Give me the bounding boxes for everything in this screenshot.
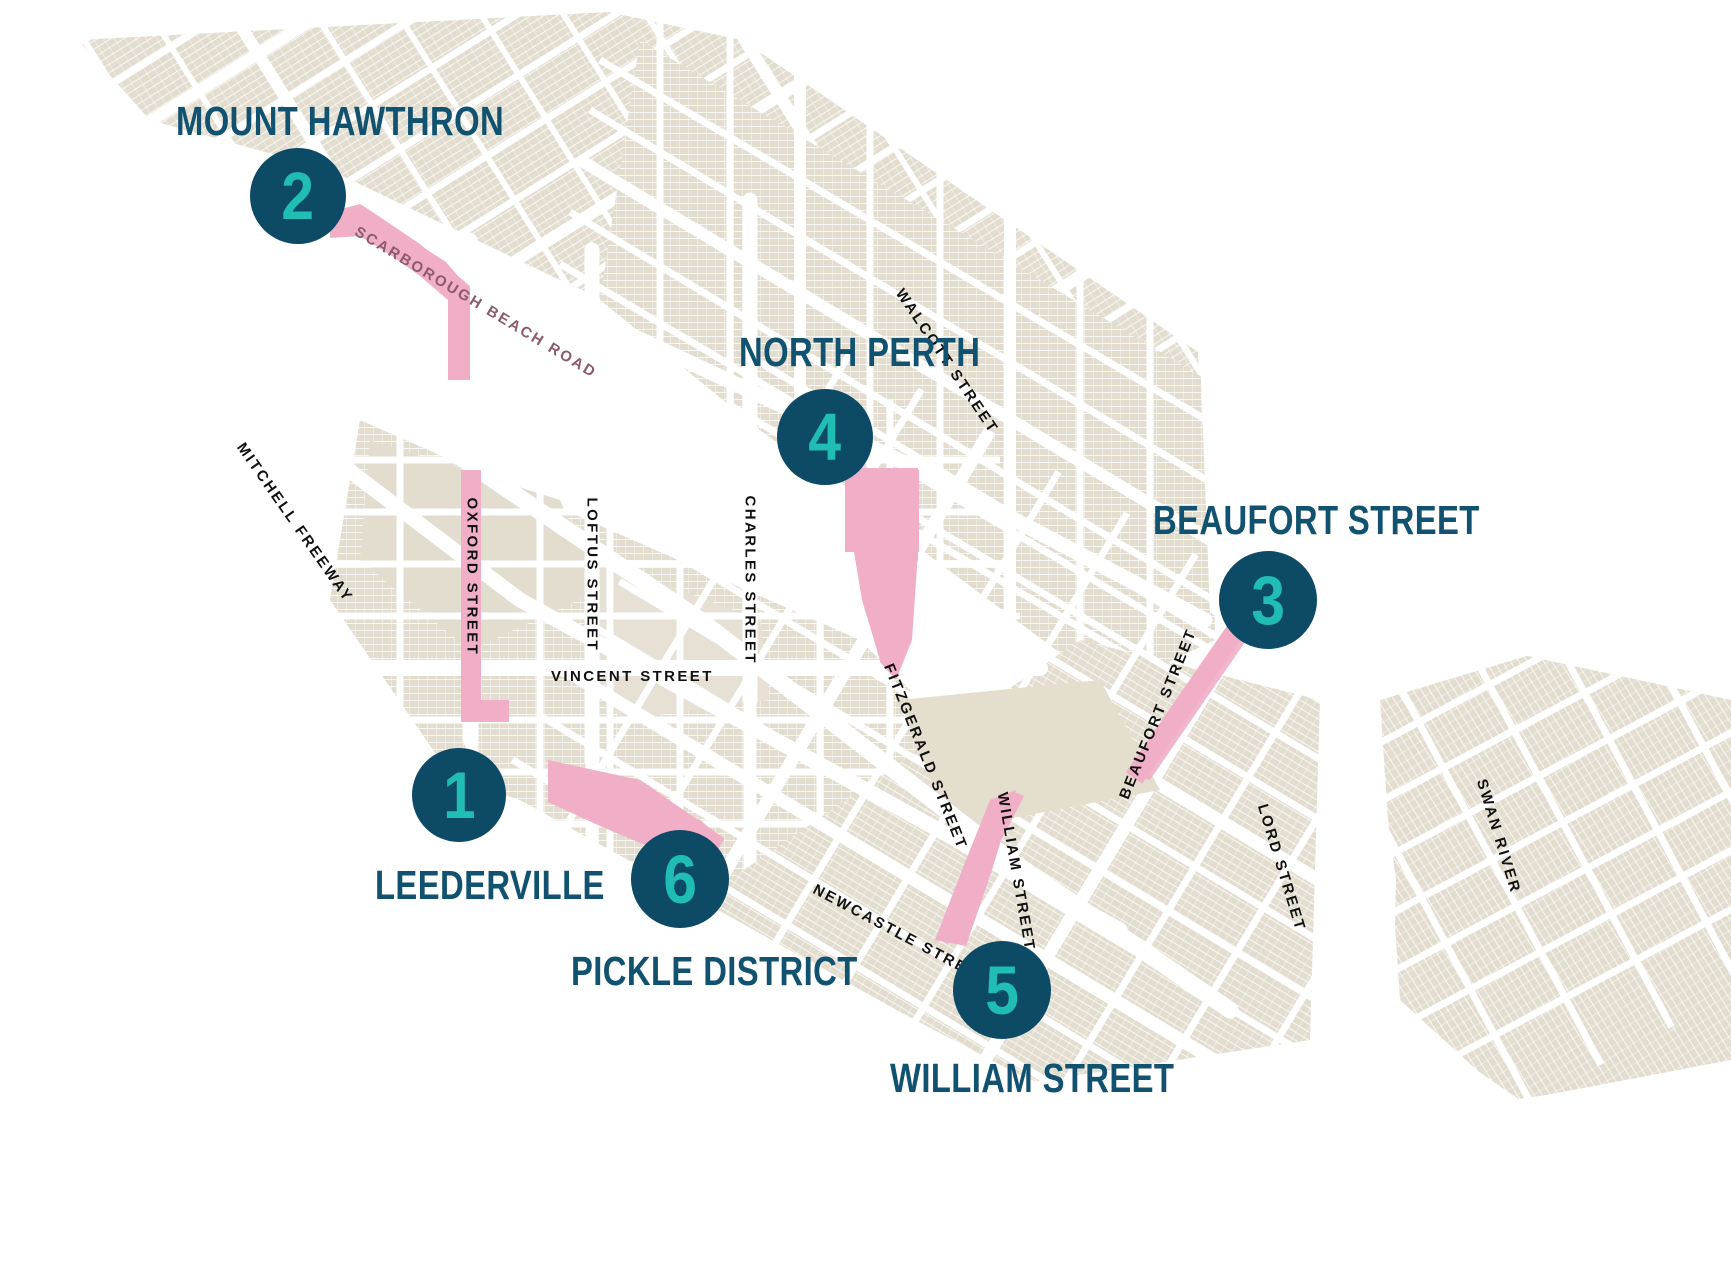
district-marker-5[interactable]: 5 <box>953 941 1051 1039</box>
district-label-3[interactable]: BEAUFORT STREET <box>1153 497 1480 543</box>
district-label-4[interactable]: NORTH PERTH <box>739 329 981 375</box>
district-label-5[interactable]: WILLIAM STREET <box>890 1055 1175 1101</box>
district-marker-number: 1 <box>442 758 476 832</box>
district-marker-1[interactable]: 1 <box>412 748 506 842</box>
district-marker-number: 2 <box>281 158 315 234</box>
district-marker-4[interactable]: 4 <box>777 389 873 485</box>
district-marker-6[interactable]: 6 <box>631 830 729 928</box>
district-marker-number: 3 <box>1251 561 1285 639</box>
district-marker-2[interactable]: 2 <box>250 148 346 244</box>
district-marker-number: 4 <box>808 399 842 475</box>
district-label-6[interactable]: PICKLE DISTRICT <box>571 948 858 994</box>
district-marker-number: 6 <box>663 840 697 918</box>
district-label-2[interactable]: MOUNT HAWTHRON <box>176 98 505 144</box>
district-label-1[interactable]: LEEDERVILLE <box>375 862 605 908</box>
district-marker-number: 5 <box>985 951 1019 1029</box>
district-marker-3[interactable]: 3 <box>1219 551 1317 649</box>
